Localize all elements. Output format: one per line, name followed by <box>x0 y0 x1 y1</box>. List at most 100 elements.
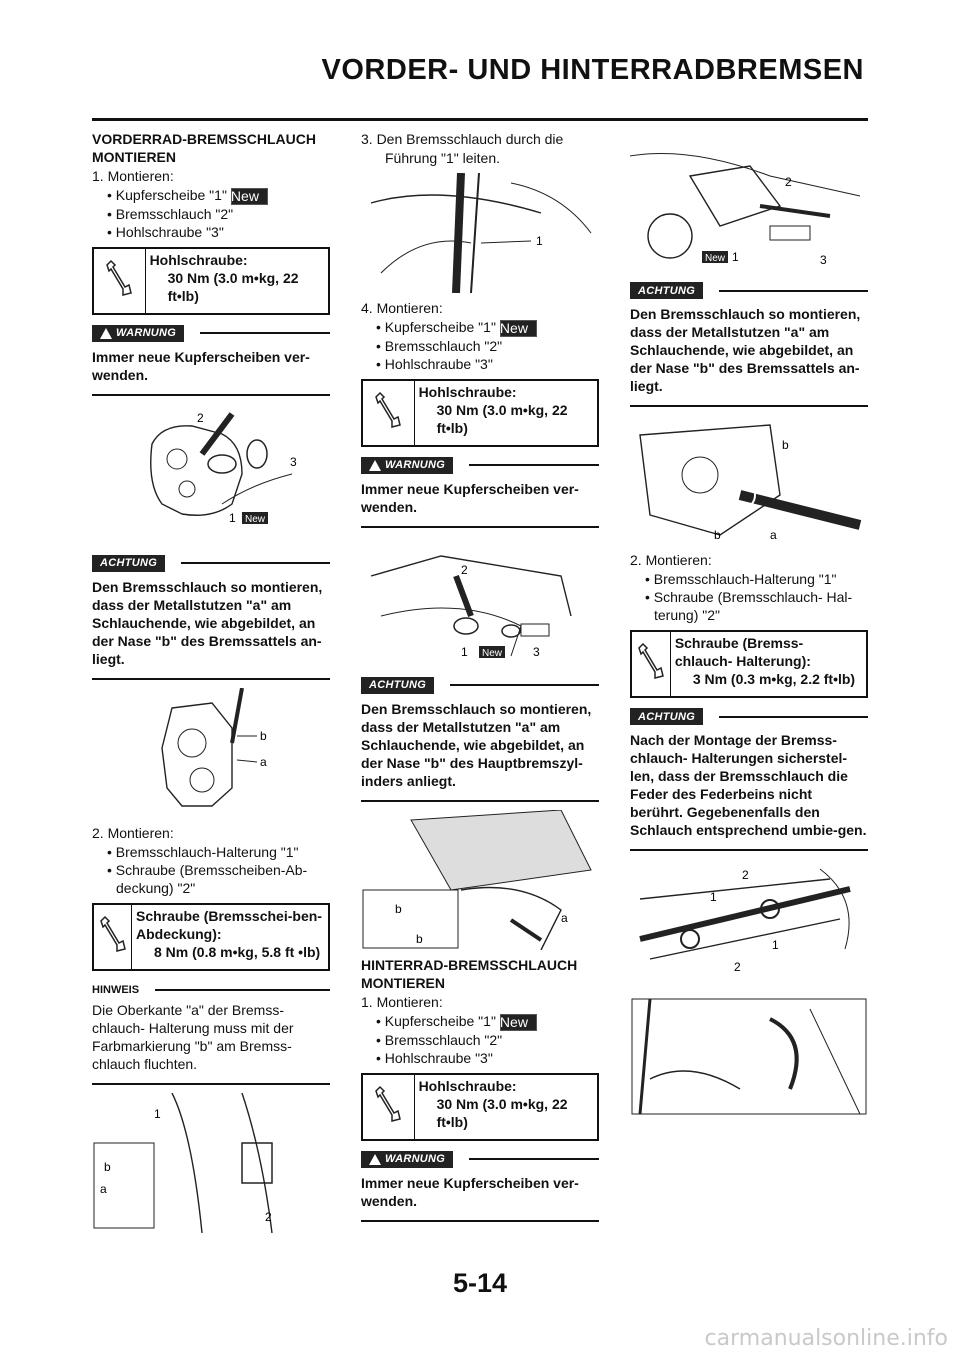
list-item: • Hohlschraube "3" <box>376 355 493 372</box>
list-item-continuation: terung) "2" <box>654 607 720 623</box>
torque-box: Hohlschraube: 30 Nm (3.0 m•kg, 22 ft•lb) <box>361 378 599 447</box>
caliper-hose-fitting-figure: b a <box>161 687 267 807</box>
list-item: • Hohlschraube "3" <box>107 223 224 240</box>
svg-text:a: a <box>770 528 777 542</box>
step-3: 3. Den Bremsschlauch durch die <box>361 131 564 147</box>
list-item: • Bremsschlauch "2" <box>376 337 503 354</box>
list-item: • Hohlschraube "3" <box>376 1049 493 1066</box>
rear-caliper-fitting-figure: b b a <box>639 424 862 542</box>
hose-holder-figure: 1 b a 2 <box>93 1092 273 1233</box>
hinweis-label: HINWEIS <box>92 983 140 996</box>
warning-badge: WARNUNG <box>361 456 454 474</box>
achtung-badge: ACHTUNG <box>92 554 166 572</box>
achtung-badge: ACHTUNG <box>630 708 704 725</box>
list-item: • Schraube (Bremsschlauch- Hal- <box>645 589 853 605</box>
list-item: • Kupferscheibe "1"New <box>361 318 599 337</box>
svg-text:1: 1 <box>536 234 543 248</box>
svg-text:b: b <box>782 438 789 452</box>
achtung-text: Den Bremsschlauch so montieren, dass der… <box>361 700 592 789</box>
svg-text:1: 1 <box>710 890 717 904</box>
torque-wrench-icon <box>632 632 671 696</box>
rear-caliper-hose-figure: 2 New 1 3 <box>630 153 861 267</box>
svg-text:a: a <box>260 755 267 769</box>
step-3-continuation: Führung "1" leiten. <box>385 150 501 166</box>
watermark: carmanualsonline.info <box>704 1326 948 1351</box>
list-item: • Kupferscheibe "1"New <box>361 1012 599 1031</box>
svg-text:b: b <box>104 1160 111 1174</box>
svg-text:a: a <box>561 911 568 925</box>
column-1: VORDERRAD-BREMSSCHLAUCH MONTIEREN 1. Mon… <box>92 130 330 1239</box>
torque-value: 30 Nm (3.0 m•kg, 22 ft•lb) <box>436 1095 568 1130</box>
svg-text:New: New <box>482 648 503 659</box>
master-cylinder-hose-figure: 2 1 New 3 <box>370 555 572 659</box>
torque-wrench-icon <box>94 904 132 969</box>
svg-text:b: b <box>260 729 267 743</box>
page-title: VORDER- UND HINTERRADBREMSEN <box>321 54 864 86</box>
svg-text:1: 1 <box>772 938 779 952</box>
torque-wrench-icon <box>94 248 146 313</box>
list-item-continuation: deckung) "2" <box>116 879 196 896</box>
svg-text:2: 2 <box>197 411 204 425</box>
torque-box: Hohlschraube: 30 Nm (3.0 m•kg, 22 ft•lb) <box>361 1072 599 1141</box>
torque-name: Schraube (Bremsschei-ben-Abdeckung): <box>136 907 322 942</box>
torque-wrench-icon <box>363 380 415 445</box>
list-item: • Bremsschlauch "2" <box>107 205 234 222</box>
achtung-notice: ACHTUNG Nach der Montage der Bremss-chla… <box>630 708 868 851</box>
svg-text:2: 2 <box>742 868 749 882</box>
brake-caliper-hose-figure: 2 3 1 New <box>150 411 297 525</box>
svg-text:New: New <box>245 514 266 525</box>
torque-name: Hohlschraube: <box>418 383 517 400</box>
achtung-badge: ACHTUNG <box>361 676 435 694</box>
warning-icon <box>369 459 381 471</box>
svg-text:b: b <box>714 528 721 542</box>
step-4: 4. Montieren: <box>361 300 443 316</box>
torque-name: Hohlschraube: <box>418 1077 517 1094</box>
hinweis-text: Die Oberkante "a" der Bremss-chlauch- Ha… <box>92 1001 294 1072</box>
list-item: • Bremsschlauch-Halterung "1" <box>645 571 837 587</box>
warning-text: Immer neue Kupferscheiben ver-wenden. <box>92 348 310 383</box>
svg-text:b: b <box>395 902 402 916</box>
achtung-text: Nach der Montage der Bremss-chlauch- Hal… <box>630 732 867 838</box>
achtung-badge: ACHTUNG <box>630 282 704 299</box>
achtung-text: Den Bremsschlauch so montieren, dass der… <box>92 578 323 667</box>
achtung-notice: ACHTUNG Den Bremsschlauch so montieren, … <box>92 554 330 680</box>
svg-text:3: 3 <box>533 645 540 659</box>
svg-text:3: 3 <box>820 253 827 267</box>
list-item: • Schraube (Bremsscheiben-Ab- <box>107 861 308 878</box>
svg-text:2: 2 <box>734 960 741 974</box>
svg-text:1: 1 <box>229 511 236 525</box>
list-item: • Kupferscheibe "1"New <box>92 186 330 205</box>
svg-text:New: New <box>705 253 726 264</box>
list-item: • Bremsschlauch-Halterung "1" <box>107 843 299 860</box>
svg-text:3: 3 <box>290 455 297 469</box>
warning-badge: WARNUNG <box>92 324 185 342</box>
torque-box: Schraube (Bremss-chlauch- Halterung): 3 … <box>630 630 868 698</box>
warning-notice: WARNUNG Immer neue Kupferscheiben ver-we… <box>361 1150 599 1222</box>
warning-badge: WARNUNG <box>361 1150 454 1168</box>
title-rule <box>92 118 868 121</box>
svg-text:a: a <box>100 1182 107 1196</box>
step-1-rear: 1. Montieren: <box>361 993 443 1010</box>
step-2-rear: 2. Montieren: <box>630 552 712 568</box>
column-2: 3. Den Bremsschlauch durch die Führung "… <box>361 130 599 1230</box>
torque-value: 30 Nm (3.0 m•kg, 22 ft•lb) <box>436 401 568 436</box>
hinweis-notice: HINWEIS Die Oberkante "a" der Bremss-chl… <box>92 981 330 1085</box>
step-1: 1. Montieren: <box>92 168 174 184</box>
warning-notice: WARNUNG Immer neue Kupferscheiben ver-we… <box>92 324 330 396</box>
torque-box: Hohlschraube: 30 Nm (3.0 m•kg, 22 ft•lb) <box>92 246 330 315</box>
achtung-notice: ACHTUNG Den Bremsschlauch so montieren, … <box>361 676 599 802</box>
torque-value: 30 Nm (3.0 m•kg, 22 ft•lb) <box>167 269 299 304</box>
section-heading: HINTERRAD-BREMSSCHLAUCH MONTIEREN <box>361 956 578 991</box>
svg-text:1: 1 <box>461 645 468 659</box>
new-tag: New <box>499 319 537 337</box>
list-item: • Bremsschlauch "2" <box>376 1031 503 1048</box>
warning-text: Immer neue Kupferscheiben ver-wenden. <box>361 480 579 515</box>
torque-name: Schraube (Bremss-chlauch- Halterung): <box>674 635 811 669</box>
svg-text:b: b <box>416 932 423 946</box>
torque-wrench-icon <box>363 1074 415 1139</box>
svg-text:2: 2 <box>461 563 468 577</box>
achtung-notice: ACHTUNG Den Bremsschlauch so montieren, … <box>630 282 868 407</box>
rear-hose-holders-figure: 1 2 1 2 <box>631 868 867 1115</box>
torque-value: 3 Nm (0.3 m•kg, 2.2 ft•lb) <box>692 671 856 687</box>
column-3: 2 New 1 3 ACHTUNG Den Bremsschlauch so m… <box>630 130 868 1125</box>
